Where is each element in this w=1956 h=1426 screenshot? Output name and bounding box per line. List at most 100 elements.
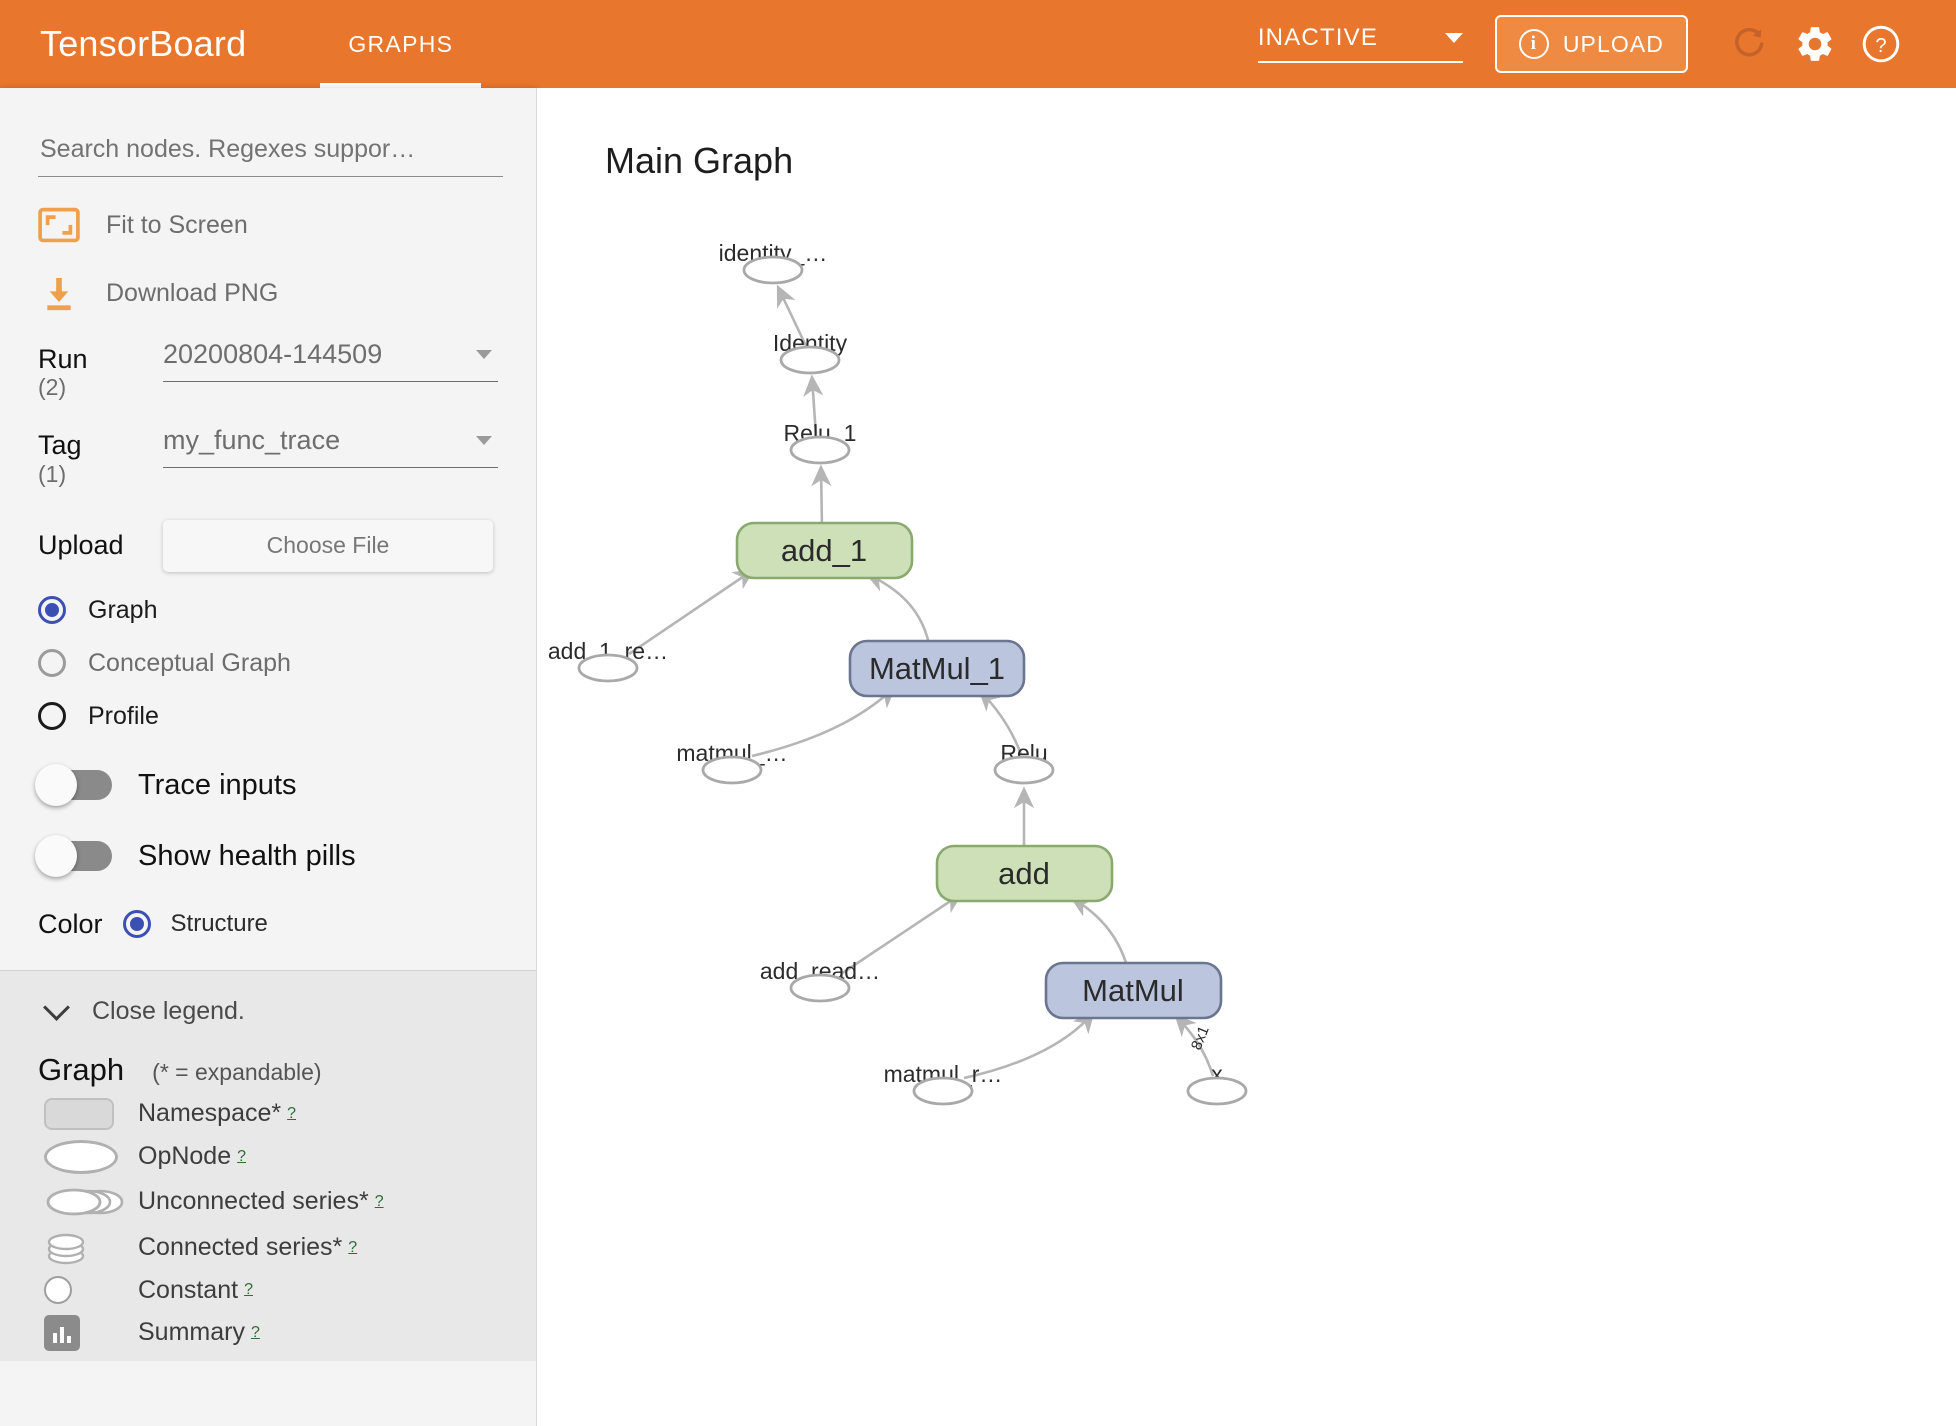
connected-series-glyph-icon (38, 1230, 138, 1266)
node-relu-1[interactable]: Relu_1 (784, 420, 857, 465)
toggle-show-health-pills-switch (35, 835, 112, 878)
close-legend-button[interactable]: Close legend. (38, 994, 498, 1026)
namespace-glyph-icon (38, 1097, 138, 1130)
summary-glyph-icon (38, 1314, 138, 1351)
upload-field: Upload Choose File (38, 519, 498, 572)
node-x[interactable]: x (1186, 1061, 1248, 1106)
svg-text:add_1: add_1 (781, 533, 867, 568)
radio-graph[interactable]: Graph (38, 596, 498, 625)
unconnected-series-glyph-icon (38, 1184, 138, 1220)
run-state-dropdown[interactable]: INACTIVE (1257, 23, 1463, 63)
download-icon (38, 273, 80, 313)
run-label: Run (2) (38, 339, 145, 401)
node-add-1[interactable]: add_1 (735, 521, 914, 580)
legend-item-namespace: Namespace* ? (38, 1097, 498, 1130)
radio-graph-label: Graph (88, 595, 158, 624)
legend-item-opnode-label: OpNode (138, 1142, 232, 1171)
graph-canvas[interactable]: Main Graph 8x1 identity_ (537, 88, 1956, 1426)
chevron-down-icon (1444, 32, 1463, 43)
tag-field: Tag (1) my_func_trace (38, 425, 498, 487)
legend-item-constant: Constant ? (38, 1276, 498, 1305)
run-count: (2) (38, 374, 67, 401)
download-png-label: Download PNG (106, 278, 279, 307)
color-field: Color Structure (38, 909, 498, 940)
chevron-down-icon (43, 994, 70, 1022)
node-matmul-read[interactable]: matmul_… (676, 740, 788, 785)
legend-item-opnode: OpNode ? (38, 1139, 498, 1174)
edge-add1-to-relu1 (811, 464, 832, 529)
legend-note: (* = expandable) (152, 1058, 322, 1085)
search-input[interactable] (38, 134, 503, 177)
help-circle-icon[interactable]: ? (1860, 23, 1902, 65)
upload-button[interactable]: i UPLOAD (1494, 15, 1688, 73)
help-link[interactable]: ? (244, 1281, 253, 1299)
tag-value: my_func_trace (163, 425, 341, 456)
header-right-group: INACTIVE i UPLOAD ? (1257, 15, 1914, 73)
node-matmul-r[interactable]: matmul_r… (884, 1061, 1003, 1106)
legend-item-unconnected-series: Unconnected series* ? (38, 1184, 498, 1220)
upload-label: Upload (38, 530, 124, 561)
sidebar: Fit to Screen Download PNG Run (2) 20200… (0, 88, 537, 1426)
help-link[interactable]: ? (374, 1192, 384, 1210)
node-identity-out[interactable]: identity_… (719, 240, 828, 285)
node-add-1-read[interactable]: add_1_re… (548, 638, 668, 683)
svg-text:MatMul_1: MatMul_1 (869, 651, 1005, 686)
node-add[interactable]: add (935, 844, 1114, 903)
constant-glyph-icon (38, 1276, 138, 1305)
edge-addread-to-add (840, 892, 964, 976)
svg-text:MatMul: MatMul (1082, 973, 1184, 1008)
radio-color-structure-indicator[interactable] (122, 910, 151, 939)
graph-edges (628, 284, 1215, 1080)
choose-file-button[interactable]: Choose File (163, 519, 493, 572)
help-link[interactable]: ? (250, 1323, 260, 1341)
upload-button-label: UPLOAD (1562, 30, 1664, 57)
radio-profile-label: Profile (88, 701, 159, 730)
fit-to-screen-button[interactable]: Fit to Screen (38, 207, 498, 243)
edge-add1read-to-add1 (628, 568, 756, 656)
graph-edge-labels: 8x1 (1188, 1024, 1213, 1053)
legend-title: Graph (38, 1051, 125, 1087)
help-link[interactable]: ? (287, 1104, 297, 1122)
download-png-button[interactable]: Download PNG (38, 273, 498, 313)
radio-conceptual-graph[interactable]: Conceptual Graph (38, 649, 498, 678)
color-label: Color (38, 908, 103, 939)
radio-profile[interactable]: Profile (38, 702, 498, 731)
radio-graph-indicator (38, 596, 66, 625)
tag-count: (1) (38, 460, 67, 487)
run-state-value: INACTIVE (1257, 23, 1379, 51)
node-matmul[interactable]: MatMul (1044, 961, 1223, 1020)
toggle-trace-inputs[interactable]: Trace inputs (35, 764, 498, 807)
refresh-icon[interactable] (1730, 24, 1770, 64)
node-matmul-1[interactable]: MatMul_1 (848, 639, 1026, 698)
svg-text:?: ? (1875, 35, 1886, 57)
app-brand: TensorBoard (40, 23, 247, 64)
node-identity[interactable]: Identity (773, 330, 848, 375)
chevron-down-icon (476, 350, 492, 359)
legend-panel: Close legend. Graph (* = expandable) Nam… (0, 969, 536, 1361)
help-link[interactable]: ? (237, 1147, 247, 1165)
help-link[interactable]: ? (348, 1238, 358, 1256)
node-add-read[interactable]: add_read… (760, 958, 880, 1003)
svg-text:add: add (998, 856, 1050, 891)
graph-nodes[interactable]: identity_… Identity Relu_1 add_1 add_1_r… (548, 240, 1248, 1106)
tab-graphs[interactable]: GRAPHS (320, 0, 482, 88)
node-relu[interactable]: Relu (993, 740, 1055, 785)
toggle-trace-inputs-label: Trace inputs (138, 768, 297, 801)
edge-x-to-matmul (1174, 1014, 1215, 1077)
run-dropdown[interactable]: 20200804-144509 (163, 339, 498, 382)
toggle-show-health-pills-label: Show health pills (138, 839, 356, 872)
edge-relu1-to-identity (803, 374, 824, 437)
edge-matmul1-to-add1 (864, 572, 931, 645)
legend-item-summary: Summary ? (38, 1314, 498, 1351)
tag-dropdown[interactable]: my_func_trace (163, 425, 498, 469)
edge-matmul-to-add (1069, 896, 1129, 967)
tag-label: Tag (1) (38, 425, 145, 487)
graph-svg[interactable]: 8x1 identity_… Identity Relu_1 add_1 (537, 88, 1956, 1426)
toggle-show-health-pills[interactable]: Show health pills (35, 835, 498, 878)
radio-conceptual-graph-label: Conceptual Graph (88, 648, 291, 677)
chevron-down-icon (476, 436, 492, 446)
settings-gear-icon[interactable] (1794, 23, 1836, 65)
legend-item-connected-series-label: Connected series* (138, 1233, 343, 1262)
fit-to-screen-icon (38, 207, 80, 243)
close-legend-label: Close legend. (92, 996, 245, 1025)
